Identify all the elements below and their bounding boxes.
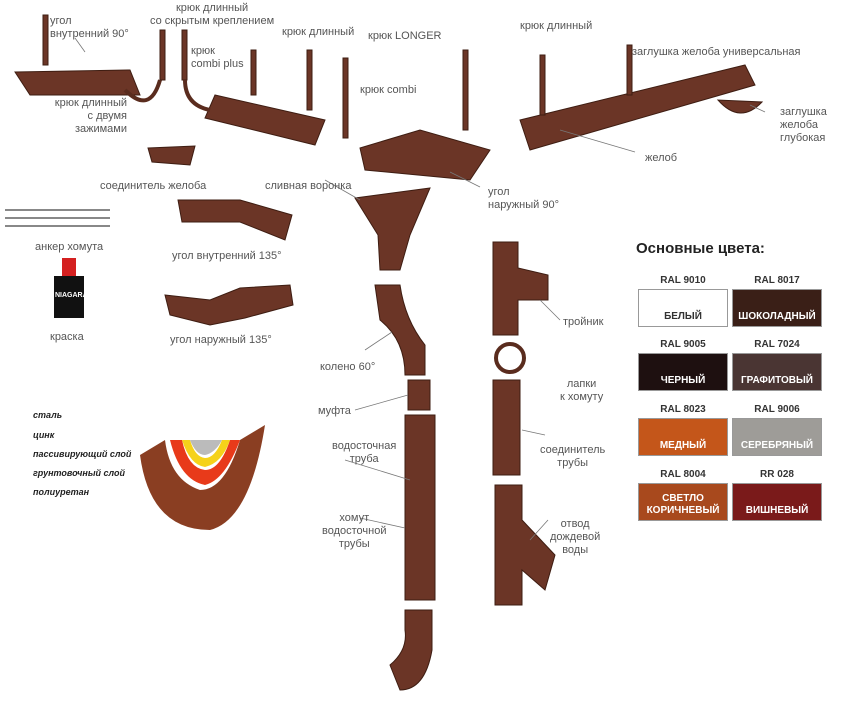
swatch-code: RAL 9006 — [754, 404, 800, 415]
hook — [306, 49, 313, 111]
colors-title: Основные цвета: — [636, 240, 765, 257]
pipe-connector — [492, 379, 521, 476]
label-hook-long-2: крюк длинный — [520, 20, 593, 32]
paint-bottle — [54, 258, 84, 318]
hook — [626, 44, 633, 96]
corner-in-135 — [177, 199, 293, 241]
label-downpipe: водосточная труба — [332, 440, 397, 465]
clamp-anchors — [5, 209, 110, 227]
hook — [42, 14, 49, 66]
label-pipe-clamp: хомут водосточной трубы — [322, 512, 387, 550]
hook — [159, 29, 166, 81]
layer-label: пассивирующий слой — [33, 449, 132, 459]
layer-label: сталь — [33, 410, 63, 420]
swatch-code: RAL 9005 — [660, 339, 706, 350]
label-hook-combi: крюк combi — [360, 84, 417, 96]
swatch-name: СЕРЕБРЯНЫЙ — [740, 440, 814, 451]
paint-brand: NIAGARA — [55, 292, 88, 299]
pipe-outlet — [389, 609, 433, 691]
swatch-box: ГРАФИТОВЫЙ — [732, 353, 822, 391]
elbow-60 — [374, 284, 426, 376]
label-coupling: муфта — [318, 405, 351, 417]
label-clamp-anchor: анкер хомута — [35, 241, 104, 253]
hook — [250, 49, 257, 96]
swatch-box: ЧЕРНЫЙ — [638, 353, 728, 391]
swatch-name: СВЕТЛО КОРИЧНЕВЫЙ — [646, 493, 720, 516]
layer-label: цинк — [33, 430, 55, 440]
label-tee: тройник — [563, 316, 604, 328]
swatch-name: ШОКОЛАДНЫЙ — [738, 311, 816, 322]
swatch-name: МЕДНЫЙ — [659, 440, 707, 451]
label-end-cap-universal: заглушка желоба универсальная — [632, 46, 801, 58]
label-hook-long-1: крюк длинный — [282, 26, 355, 38]
label-corner-out-135: угол наружный 135° — [170, 334, 272, 346]
swatch-box: СВЕТЛО КОРИЧНЕВЫЙ — [638, 483, 728, 521]
hook — [462, 49, 469, 131]
swatch-name: ГРАФИТОВЫЙ — [741, 375, 813, 386]
label-gutter-connector: соединитель желоба — [100, 180, 207, 192]
swatch-box: СЕРЕБРЯНЫЙ — [732, 418, 822, 456]
tee — [492, 241, 549, 336]
swatch-code: RAL 7024 — [754, 339, 800, 350]
end-cap-deep — [716, 99, 764, 114]
swatch-code: RAL 8004 — [660, 469, 706, 480]
label-hook-combi-plus: крюк combi plus — [191, 45, 244, 70]
layer-label: грунтовочный слой — [33, 468, 125, 478]
label-elbow-60: колено 60° — [320, 361, 376, 373]
layer-cross-section — [140, 425, 265, 530]
swatch-code: RR 028 — [760, 469, 794, 480]
label-hook-two-clamps: крюк длинный с двумя зажимами — [54, 97, 127, 135]
swatch-code: RAL 8023 — [660, 404, 706, 415]
swatch-name: ЧЕРНЫЙ — [660, 375, 706, 386]
label-corner-in-90: угол внутренний 90° — [50, 15, 129, 40]
gutter-connector — [147, 145, 196, 166]
label-funnel: сливная воронка — [265, 180, 352, 192]
clamp-legs — [494, 342, 526, 374]
downpipe — [404, 414, 436, 601]
label-gutter: желоб — [645, 152, 678, 164]
swatch-box: МЕДНЫЙ — [638, 418, 728, 456]
swatch-name: ВИШНЕВЫЙ — [745, 505, 809, 516]
label-clamp-legs: лапки к хомуту — [560, 378, 604, 403]
label-hook-hidden: крюк длинный со скрытым креплением — [150, 2, 275, 27]
swatch-box: ВИШНЕВЫЙ — [732, 483, 822, 521]
layer-label: полиуретан — [33, 487, 90, 497]
hook — [342, 57, 349, 139]
corner-out-135 — [164, 284, 294, 326]
label-corner-out-90: угол наружный 90° — [488, 186, 559, 211]
label-pipe-connector: соединитель трубы — [540, 444, 606, 469]
label-paint: краска — [50, 331, 84, 343]
swatch-box: БЕЛЫЙ — [638, 289, 728, 327]
swatch-name: БЕЛЫЙ — [664, 311, 702, 322]
gutter-corner-in-90 — [14, 69, 141, 96]
label-end-cap-deep: заглушка желоба глубокая — [780, 106, 827, 144]
gutter-main — [519, 64, 756, 151]
swatch-code: RAL 9010 — [660, 275, 706, 286]
swatch-box: ШОКОЛАДНЫЙ — [732, 289, 822, 327]
funnel — [354, 187, 431, 271]
coupling — [407, 379, 431, 411]
swatch-code: RAL 8017 — [754, 275, 800, 286]
label-hook-longer: крюк LONGER — [368, 30, 442, 42]
label-rain-diverter: отвод дождевой воды — [550, 518, 601, 556]
rain-diverter — [494, 484, 556, 606]
gutter-corner-out-90 — [359, 129, 491, 181]
hook — [181, 29, 188, 81]
label-corner-in-135: угол внутренний 135° — [172, 250, 282, 262]
hook — [539, 54, 546, 116]
